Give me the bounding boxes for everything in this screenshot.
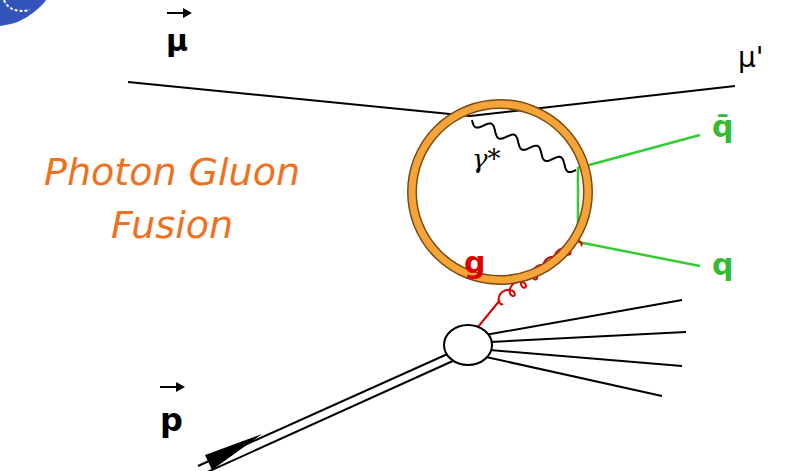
circle-outline [406,98,594,286]
orange-vertex-circle: γ* g [406,98,594,286]
particle-label: q̄ [712,112,733,142]
logo-fragment [0,0,46,26]
vector-arrow [183,8,192,18]
vector-arrow [176,382,185,392]
proton-line [203,360,455,471]
proton-blob [444,325,492,365]
particle-label: μ [166,26,188,56]
particle-label: q [712,250,733,280]
particle-label: p [160,404,183,436]
fragment-line [485,300,682,335]
particle-label: γ* [472,146,501,172]
particle-label: μ' [738,44,764,72]
logo-fragment [4,0,30,11]
particle-label: g [464,248,485,278]
quark-line [578,135,700,266]
proton-arrowhead [205,434,262,470]
diagram-title: Photon Gluon Fusion [12,146,332,252]
fragment-line [486,357,662,396]
fragment-line [490,332,686,342]
muon-line [128,82,470,116]
